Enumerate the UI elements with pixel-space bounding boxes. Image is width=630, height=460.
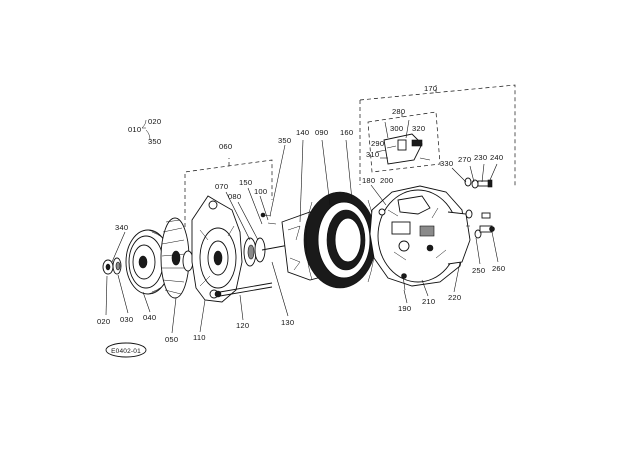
part-label-270: 270 — [458, 155, 471, 164]
index-label-010: 010 — [128, 125, 141, 134]
fan-part — [160, 217, 190, 299]
brush-holder-part — [375, 133, 431, 165]
front-bracket-part — [191, 195, 243, 303]
part-label-180: 180 — [362, 176, 375, 185]
part-number-labels: 170 280 300 320 290 310 200 020 010 350 … — [97, 84, 505, 344]
part-label-060: 060 — [219, 142, 232, 151]
nut-part — [102, 259, 114, 275]
washer-part — [112, 257, 122, 275]
part-label-080: 080 — [228, 192, 241, 201]
part-label-200: 200 — [380, 176, 393, 185]
part-label-120: 120 — [236, 321, 249, 330]
through-bolt-part — [214, 282, 273, 298]
part-label-340: 340 — [115, 223, 128, 232]
spacer-collar-part — [182, 250, 194, 272]
part-label-190: 190 — [398, 304, 411, 313]
index-label-020: 020 — [148, 117, 161, 126]
part-label-250: 250 — [472, 266, 485, 275]
part-label-020: 020 — [97, 317, 110, 326]
connector-part — [474, 212, 495, 239]
pulley-part — [125, 229, 174, 295]
part-label-140: 140 — [296, 128, 309, 137]
index-label-350: 350 — [148, 137, 161, 146]
rear-bracket-part — [369, 185, 467, 287]
part-label-320: 320 — [412, 124, 425, 133]
part-label-280: 280 — [392, 107, 405, 116]
index-legend-bracket — [141, 119, 151, 141]
rectifier-part — [397, 195, 431, 215]
part-label-110: 110 — [193, 333, 206, 342]
part-label-100: 100 — [254, 187, 267, 196]
rear-cover-part — [447, 211, 471, 265]
brush-holder-subgroup-frame — [367, 111, 441, 173]
terminal-cap-part — [465, 209, 473, 219]
part-label-170: 170 — [424, 84, 437, 93]
stator-part — [303, 191, 377, 289]
figure-code-text: E0402-01 — [111, 348, 141, 355]
leader-lines — [105, 119, 499, 334]
part-label-350: 350 — [278, 136, 291, 145]
part-label-240: 240 — [490, 153, 503, 162]
part-label-040: 040 — [143, 313, 156, 322]
part-label-260: 260 — [492, 264, 505, 273]
part-label-330: 330 — [440, 159, 453, 168]
terminal-bolt-part — [477, 179, 493, 188]
part-label-130: 130 — [281, 318, 294, 327]
rear-screw-part — [401, 273, 407, 291]
part-label-290: 290 — [371, 139, 384, 148]
figure-code-stamp: E0402-01 — [105, 342, 147, 358]
terminal-washer-part — [471, 179, 479, 189]
bearing-retainer-plate-part — [254, 237, 266, 263]
part-label-210: 210 — [422, 297, 435, 306]
retainer-screws-part — [260, 212, 277, 225]
part-label-220: 220 — [448, 293, 461, 302]
bearing-part — [243, 237, 257, 267]
terminal-nut-part — [464, 177, 472, 187]
part-label-160: 160 — [340, 128, 353, 137]
part-label-230: 230 — [474, 153, 487, 162]
assembly-group-170-frame — [359, 84, 516, 188]
assembly-group-060-frame — [184, 158, 273, 255]
part-label-300: 300 — [390, 124, 403, 133]
part-label-150: 150 — [239, 178, 252, 187]
part-label-050: 050 — [165, 335, 178, 344]
part-label-310: 310 — [366, 150, 379, 159]
part-label-070: 070 — [215, 182, 228, 191]
part-label-030: 030 — [120, 315, 133, 324]
part-label-090: 090 — [315, 128, 328, 137]
